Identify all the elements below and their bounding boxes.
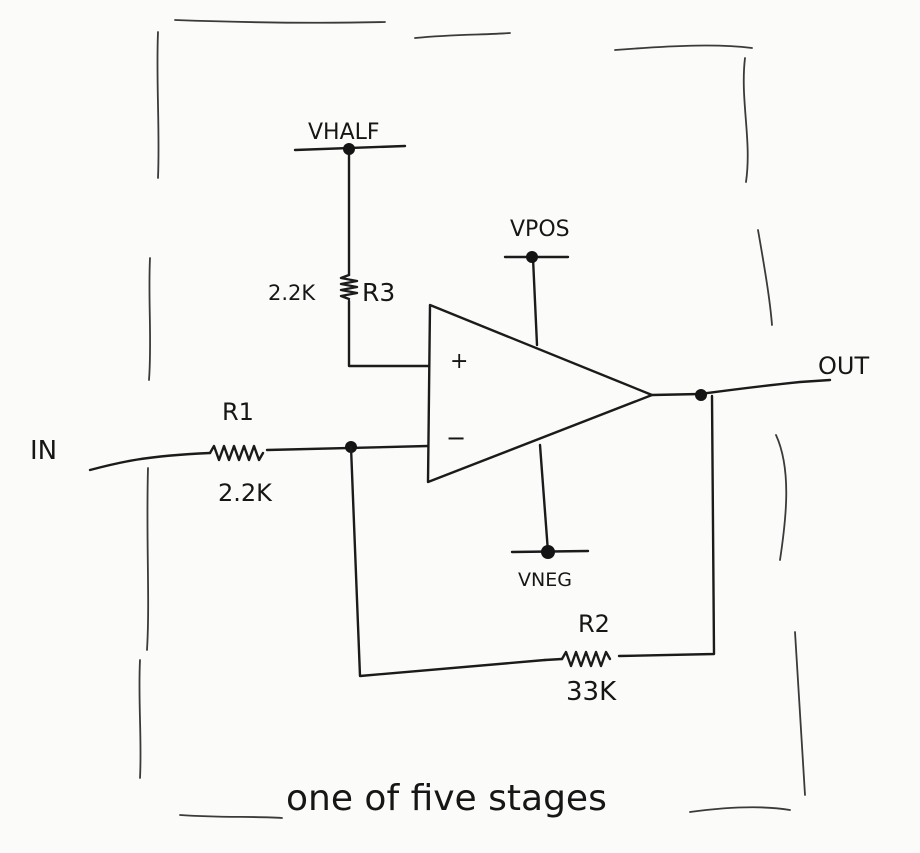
r1-name-label: R1 [222, 398, 254, 426]
r2-name-label: R2 [578, 610, 610, 638]
op-amp-symbol [426, 303, 654, 484]
output-junction [695, 389, 707, 401]
r3-value-label: 2.2K [268, 281, 316, 305]
vpos-label: VPOS [510, 217, 570, 242]
stage-caption: one of five stages [286, 778, 607, 819]
vhalf-label: VHALF [308, 120, 380, 145]
stage-boundary [138, 19, 806, 819]
vneg-junction [541, 545, 555, 559]
output-label: OUT [818, 352, 869, 380]
vpos-branch [503, 255, 570, 347]
r3-name-label: R3 [362, 278, 395, 307]
vpos-junction [526, 251, 538, 263]
r3-branch [293, 144, 431, 368]
input-branch [88, 444, 430, 472]
output-line [650, 378, 832, 397]
non-inverting-input-sign: + [450, 349, 468, 374]
vneg-branch [510, 443, 590, 554]
vhalf-junction [343, 143, 355, 155]
input-label: IN [30, 436, 57, 466]
inverting-input-sign: − [446, 424, 466, 452]
feedback-branch [349, 394, 716, 678]
vneg-label: VNEG [518, 569, 572, 591]
r1-value-label: 2.2K [218, 479, 273, 507]
r2-value-label: 33K [566, 677, 617, 707]
